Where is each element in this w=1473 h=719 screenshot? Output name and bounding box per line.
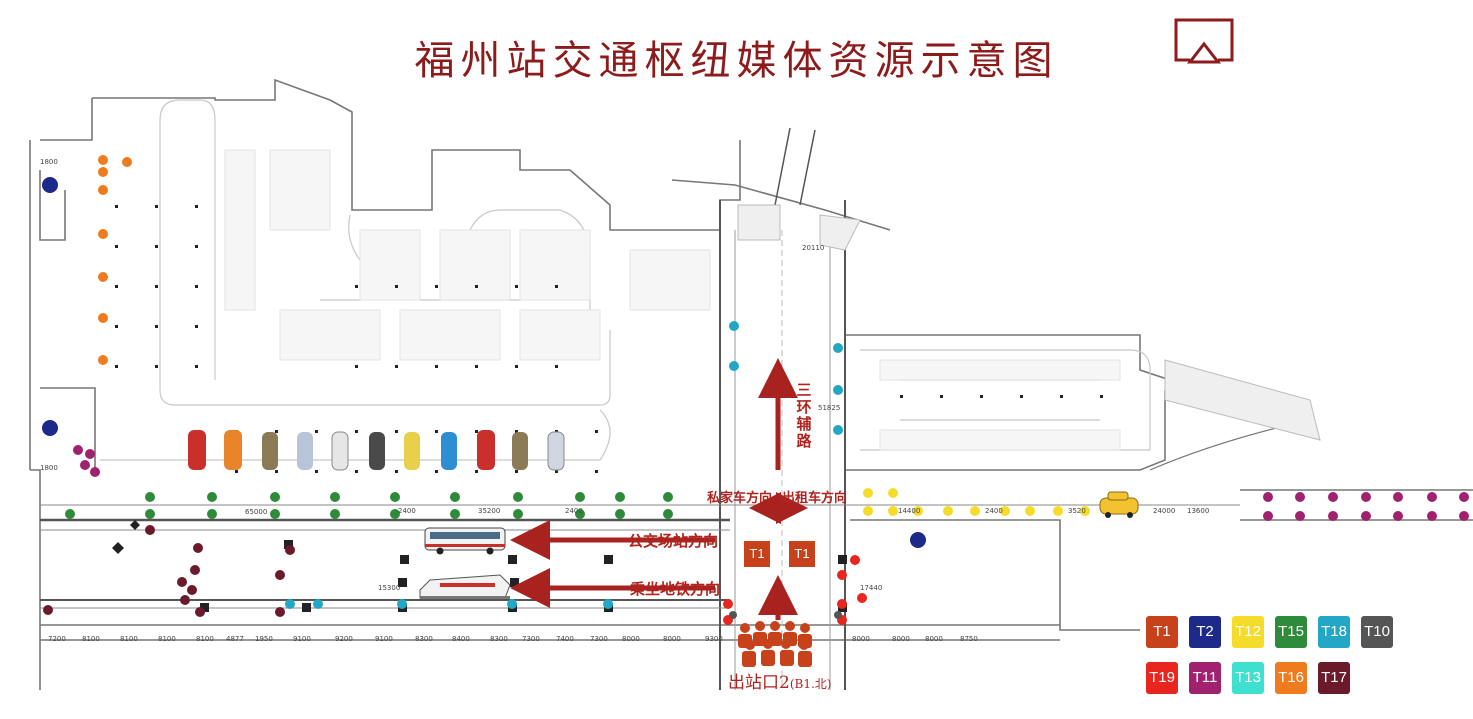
svg-text:8100: 8100: [120, 635, 138, 643]
media-markers-t15: [65, 492, 673, 519]
svg-text:9200: 9200: [335, 635, 353, 643]
svg-text:1950: 1950: [255, 635, 273, 643]
svg-text:8300: 8300: [490, 635, 508, 643]
legend-row-1: T1 T2 T12 T15 T18 T10: [1146, 616, 1406, 648]
svg-text:2400: 2400: [398, 507, 416, 515]
svg-text:8000: 8000: [663, 635, 681, 643]
svg-text:65000: 65000: [245, 508, 267, 516]
svg-text:9100: 9100: [375, 635, 393, 643]
svg-text:8400: 8400: [452, 635, 470, 643]
svg-text:9100: 9100: [293, 635, 311, 643]
svg-text:1800: 1800: [40, 464, 58, 472]
svg-text:8750: 8750: [960, 635, 978, 643]
exit-main-label: 出站口2: [728, 673, 790, 693]
media-markers-t18: [285, 321, 843, 609]
svg-text:2400: 2400: [985, 507, 1003, 515]
svg-text:8000: 8000: [925, 635, 943, 643]
media-markers-t10: [729, 611, 842, 619]
svg-text:7300: 7300: [590, 635, 608, 643]
dim-bottom: 7200: [48, 635, 66, 643]
legend-row-2: T19 T11 T13 T16 T17: [1146, 662, 1406, 694]
parking-lanes: [100, 99, 1151, 461]
train-icon: [419, 574, 511, 599]
svg-text:9300: 9300: [705, 635, 723, 643]
svg-text:8100: 8100: [82, 635, 100, 643]
svg-text:17440: 17440: [860, 584, 882, 592]
media-markers-t16: [98, 155, 132, 365]
structural-columns: [112, 205, 1103, 612]
svg-text:24000: 24000: [1153, 507, 1175, 515]
svg-text:20110: 20110: [802, 244, 824, 252]
taxi-icon: [1099, 491, 1139, 518]
legend-item: T12: [1232, 616, 1264, 648]
legend-item: T11: [1189, 662, 1221, 694]
legend-item: T16: [1275, 662, 1307, 694]
svg-text:7300: 7300: [522, 635, 540, 643]
t1-media-right: T1: [789, 541, 815, 567]
parking-bays: [224, 149, 1121, 451]
svg-text:4877: 4877: [226, 635, 244, 643]
svg-text:3520: 3520: [1068, 507, 1086, 515]
media-markers-t12: [863, 488, 1090, 516]
bus-direction-label: 公交场站方向: [628, 532, 719, 550]
roads: [40, 127, 1311, 690]
svg-text:8000: 8000: [892, 635, 910, 643]
svg-text:8300: 8300: [415, 635, 433, 643]
media-markers-t17: [43, 525, 295, 617]
svg-text:15300: 15300: [378, 584, 400, 592]
page-title: 福州站交通枢纽媒体资源示意图: [414, 38, 1059, 84]
svg-text:8000: 8000: [622, 635, 640, 643]
media-markers-t19: [723, 555, 867, 625]
direction-arrows: [510, 358, 808, 620]
airplay-icon[interactable]: [1172, 16, 1236, 68]
parked-cars: [188, 430, 565, 471]
t2-markers: [42, 177, 926, 548]
dimension-labels: 7200 8100 8100 8100 8100 4877 1950 9100 9200 9100…: [40, 158, 1209, 643]
svg-text:8100: 8100: [196, 635, 214, 643]
svg-text:14400: 14400: [898, 507, 920, 515]
legend: T1 T2 T12 T15 T18 T10 T19 T11 T13 T16 T1…: [1146, 616, 1406, 708]
svg-text:8000: 8000: [852, 635, 870, 643]
legend-item: T13: [1232, 662, 1264, 694]
t1-media-left: T1: [744, 541, 770, 567]
svg-text:51825: 51825: [818, 404, 840, 412]
metro-direction-label: 乘坐地铁方向: [630, 580, 721, 598]
taxi-direction-label: 出租车方向: [782, 491, 848, 506]
legend-item: T10: [1361, 616, 1393, 648]
svg-text:7400: 7400: [556, 635, 574, 643]
svg-text:1800: 1800: [40, 158, 58, 166]
legend-item: T19: [1146, 662, 1178, 694]
ramp-hatches: [737, 204, 1321, 441]
svg-text:2400: 2400: [565, 507, 583, 515]
legend-item: T1: [1146, 616, 1178, 648]
ring-road-label: 三环辅路: [796, 381, 812, 450]
svg-text:8100: 8100: [158, 635, 176, 643]
legend-item: T17: [1318, 662, 1350, 694]
exit-sub-label: (B1.北): [789, 677, 832, 691]
crowd-icon: [738, 621, 812, 667]
media-markers-t11: [73, 445, 1469, 521]
legend-item: T18: [1318, 616, 1350, 648]
legend-item: T2: [1189, 616, 1221, 648]
bus-icon: [424, 527, 506, 555]
exit-label: 出站口2(B1.北): [728, 668, 831, 693]
private-car-direction-label: 私家车方向: [707, 491, 773, 506]
svg-text:13600: 13600: [1187, 507, 1209, 515]
svg-text:35200: 35200: [478, 507, 500, 515]
legend-item: T15: [1275, 616, 1307, 648]
